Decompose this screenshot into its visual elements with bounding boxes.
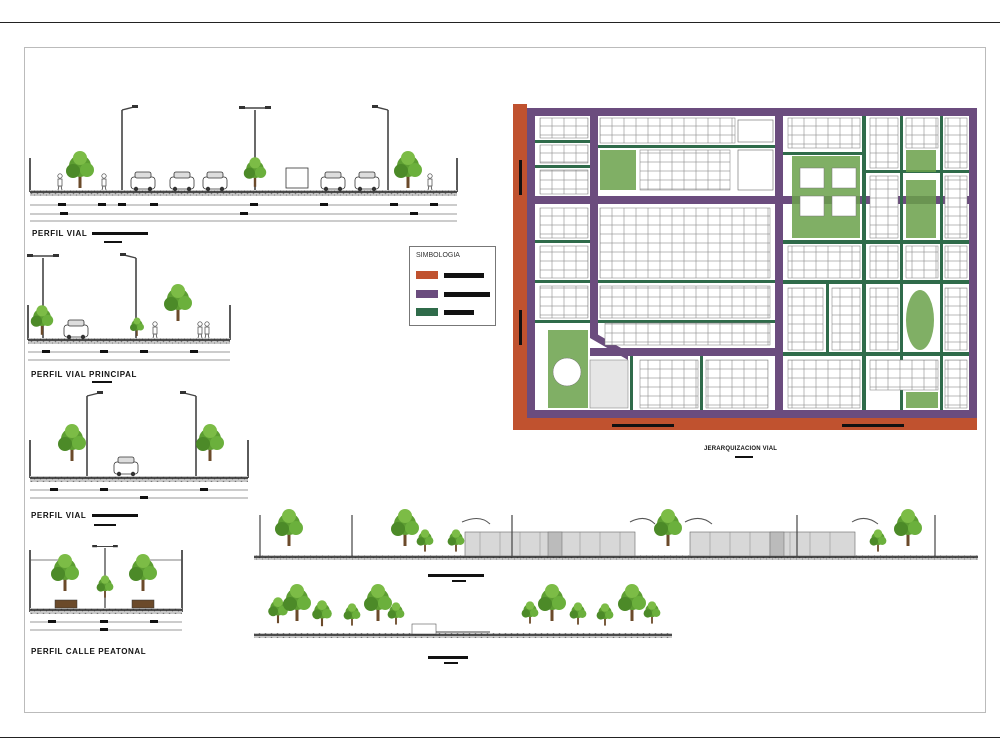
profile-2-scale-bar [92, 381, 112, 383]
legend-label-local-road [444, 310, 474, 315]
profile-3-scale-bar [94, 524, 116, 526]
top-frame-line [0, 22, 1000, 23]
elevation-2-scale-bar [444, 662, 458, 664]
elevation-1-title-bar [428, 574, 484, 577]
site-plan [513, 104, 977, 430]
legend-box: SIMBOLOGIA [409, 246, 496, 326]
plan-title: JERARQUIZACION VIAL [704, 446, 778, 452]
legend-label-avenue [444, 273, 484, 278]
profile-3-title-suffix [92, 514, 138, 517]
profile-1-title: PERFIL VIAL [32, 229, 88, 238]
street-profile-1 [29, 104, 458, 222]
elevation-2-title-bar [428, 656, 468, 659]
profile-3-title: PERFIL VIAL [31, 511, 87, 520]
legend-swatch-local-road [416, 308, 438, 316]
profile-1-scale-bar [104, 241, 122, 243]
profile-4-title: PERFIL CALLE PEATONAL [31, 647, 147, 656]
elevation-1-scale-bar [452, 580, 466, 582]
street-profile-4 [29, 544, 183, 631]
drawing-sheet [24, 47, 986, 713]
elevation-2 [254, 584, 672, 638]
profile-1-title-suffix [92, 232, 148, 235]
street-profile-2 [26, 252, 231, 361]
street-profile-3 [29, 390, 249, 499]
legend-label-main-road [444, 292, 490, 297]
plan-scale-bar [735, 456, 753, 458]
legend-swatch-avenue [416, 271, 438, 279]
bottom-frame-line [0, 737, 1000, 738]
legend-title: SIMBOLOGIA [416, 252, 460, 259]
profile-2-title: PERFIL VIAL PRINCIPAL [31, 370, 137, 379]
elevation-1 [254, 509, 978, 560]
legend-swatch-main-road [416, 290, 438, 298]
